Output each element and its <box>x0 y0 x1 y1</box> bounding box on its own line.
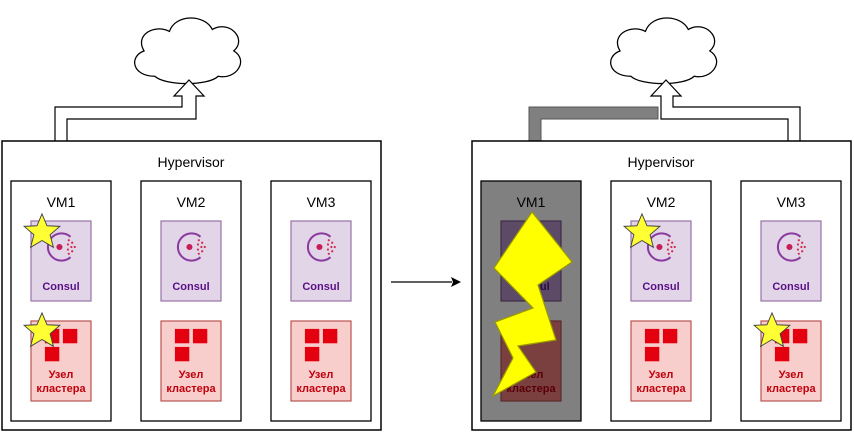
node-label-line1: Узел <box>649 369 674 381</box>
cluster-node-box <box>290 320 352 402</box>
state-before: Hypervisor VM1 Consul Узел кластера VM2 … <box>1 17 382 431</box>
consul-label: Consul <box>642 281 679 293</box>
node-label-line1: Узел <box>779 369 804 381</box>
vm-box-failed: VM1 Consul Узел кластера <box>480 180 582 422</box>
node-label-line2: кластера <box>296 383 346 395</box>
vm-label: VM2 <box>177 194 206 210</box>
cloud-icon <box>134 17 242 85</box>
transition-arrow-icon <box>391 277 461 287</box>
node-label-line2: кластера <box>766 383 816 395</box>
vm-label: VM2 <box>647 194 676 210</box>
vm-box: VM3 Consul Узел кластера <box>270 180 372 422</box>
lightning-icon <box>491 210 573 398</box>
node-label-line1: Узел <box>309 369 334 381</box>
consul-label: Consul <box>772 281 809 293</box>
vm-box: VM2 Consul Узел кластера <box>140 180 242 422</box>
vm-label: VM3 <box>777 194 806 210</box>
cluster-node-box <box>630 320 692 402</box>
cluster-node-box <box>160 320 222 402</box>
node-label-line2: кластера <box>166 383 216 395</box>
vm-label: VM3 <box>307 194 336 210</box>
vm-box: VM3 Consul Узел кластера <box>740 180 842 422</box>
hypervisor-label: Hypervisor <box>628 154 695 170</box>
vm-label: VM1 <box>517 194 546 210</box>
node-label-line2: кластера <box>636 383 686 395</box>
consul-label: Consul <box>42 281 79 293</box>
cloud-icon <box>610 17 718 85</box>
node-label-line2: кластера <box>506 383 556 395</box>
hypervisor-label: Hypervisor <box>158 154 225 170</box>
node-label-line2: кластера <box>36 383 86 395</box>
vm-label: VM1 <box>47 194 76 210</box>
state-after: Hypervisor VM1 Consul Узел кластера VM2 … <box>471 17 852 431</box>
vm-box: VM1 Consul Узел кластера <box>10 180 112 422</box>
node-label-line1: Узел <box>49 369 74 381</box>
vm-box: VM2 Consul Узел кластера <box>610 180 712 422</box>
node-label-line1: Узел <box>179 369 204 381</box>
consul-label: Consul <box>172 281 209 293</box>
consul-label: Consul <box>302 281 339 293</box>
